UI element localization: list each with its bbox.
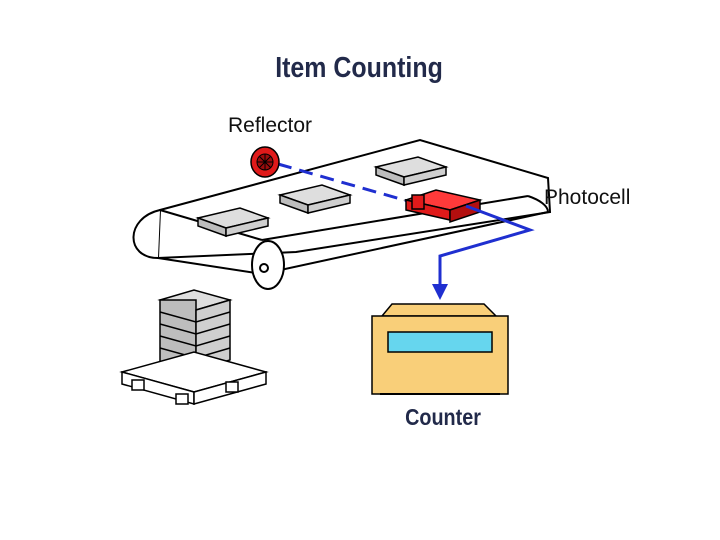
counter-icon [371, 303, 509, 395]
signal-arrow [432, 284, 448, 300]
signal-wire [438, 204, 535, 292]
light-beam [277, 162, 419, 206]
reflector-icon [250, 146, 280, 178]
box-item [195, 207, 271, 238]
counter-label: Counter [405, 404, 481, 430]
diagram-title: Item Counting [275, 52, 443, 84]
pallet-stack-icon [119, 289, 269, 405]
photocell-label: Photocell [544, 186, 631, 209]
counter-display [387, 331, 493, 353]
box-item [277, 184, 353, 215]
box-item [373, 156, 449, 187]
reflector-label: Reflector [228, 114, 313, 137]
photocell-icon [403, 189, 483, 224]
